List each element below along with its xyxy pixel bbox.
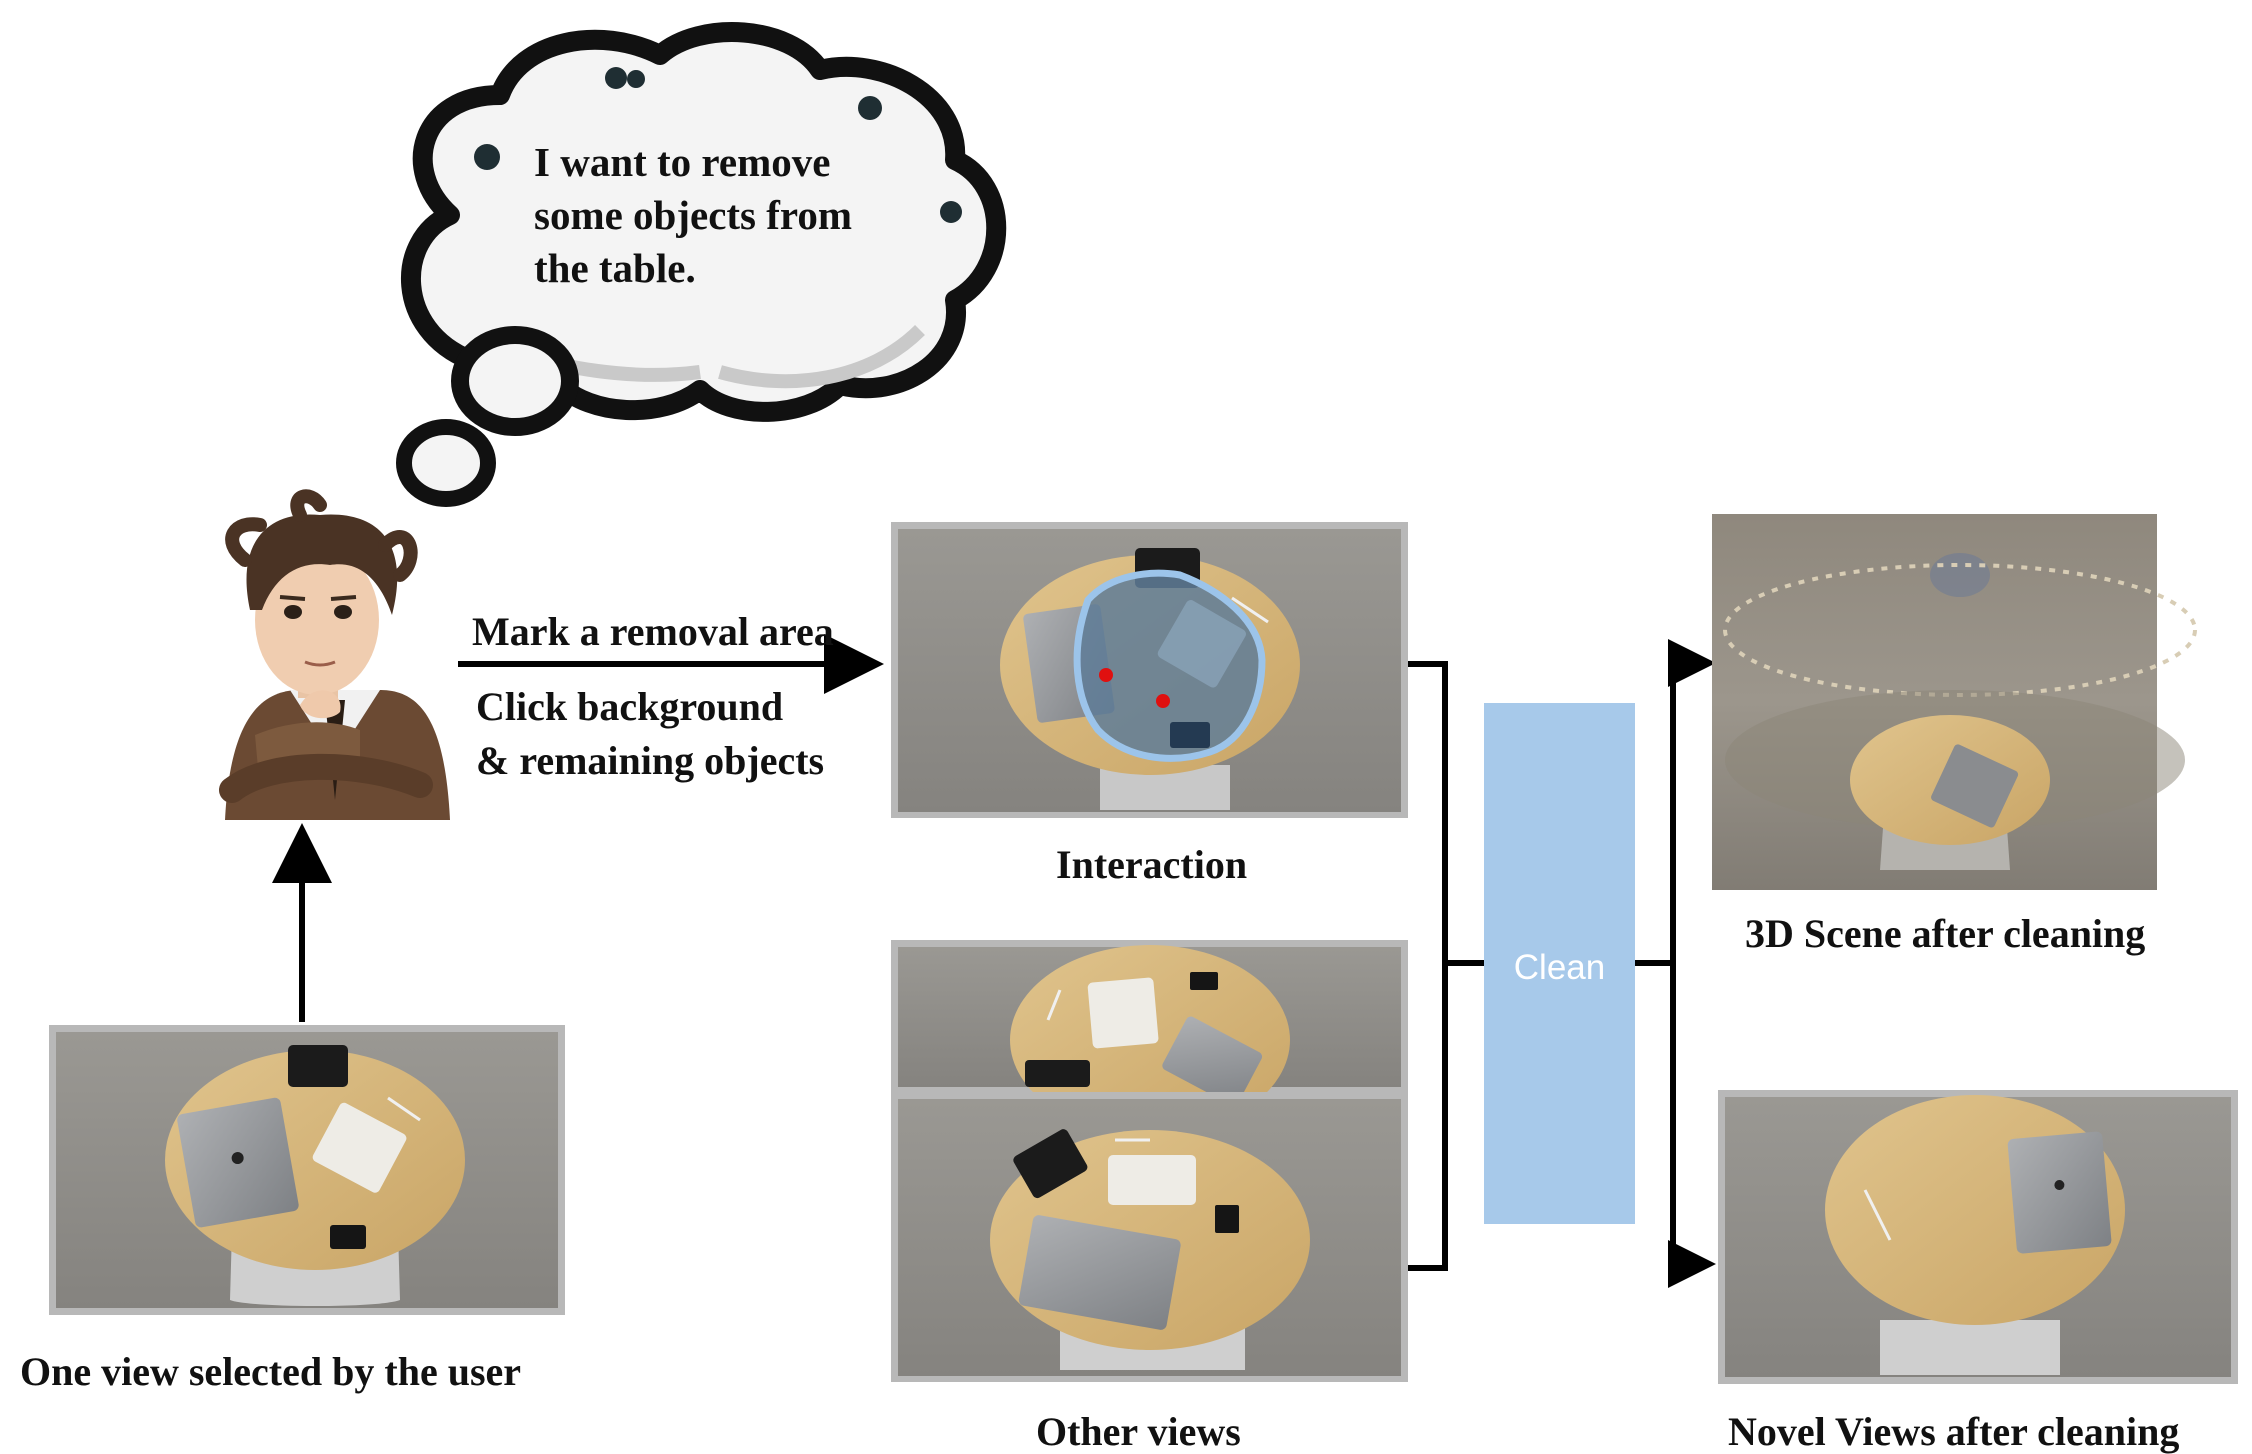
user-selected-view-photo: [49, 1025, 565, 1315]
click-background-label: Click background: [476, 684, 784, 729]
user-view-caption: One view selected by the user: [20, 1349, 522, 1394]
thought-bubble-text: I want to remove some objects from the t…: [534, 136, 852, 295]
other-view-photo-1: [891, 940, 1408, 1135]
apple-logo-icon: [177, 1097, 299, 1228]
user-avatar-icon: [219, 489, 450, 820]
thought-line-2: some objects from: [534, 192, 853, 238]
thought-line-1: I want to remove: [534, 139, 831, 185]
novel-view-photo: [1718, 1090, 2238, 1384]
arrow-icon: [272, 634, 1716, 1288]
thought-bubble-icon: [396, 22, 1007, 507]
scene-3d-caption: 3D Scene after cleaning: [1745, 911, 2146, 956]
mark-removal-label: Mark a removal area: [472, 609, 834, 654]
remaining-objects-label: & remaining objects: [476, 738, 825, 783]
clean-step-label: Clean: [1513, 948, 1606, 987]
interaction-caption: Interaction: [1056, 842, 1248, 887]
interaction-view-photo: [891, 522, 1408, 818]
novel-views-caption: Novel Views after cleaning: [1728, 1409, 2180, 1454]
clean-step-box: [1484, 703, 1635, 1224]
other-view-photo-2: [891, 1092, 1408, 1382]
apple-logo-icon: [2007, 1131, 2112, 1254]
thought-line-3: the table.: [534, 245, 696, 291]
other-views-caption: Other views: [1036, 1409, 1241, 1454]
scene-3d-photo: [1712, 514, 2197, 890]
